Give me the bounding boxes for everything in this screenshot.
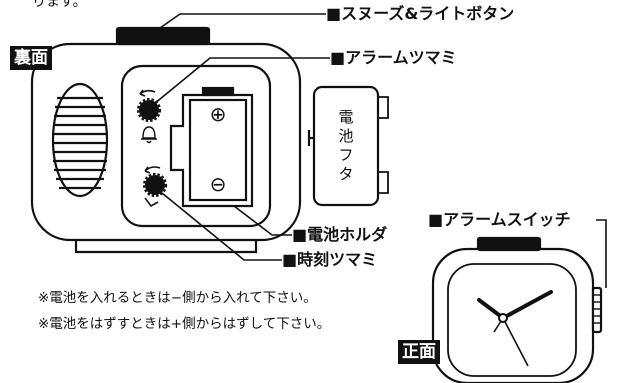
- battery-cover: [312, 85, 380, 207]
- battery-compartment: [120, 64, 272, 228]
- battery-cover-char-3: フ: [338, 146, 354, 164]
- battery-plus-symbol: ⊕: [209, 102, 227, 126]
- battery-holder-tab: [201, 86, 235, 97]
- badge-back: 裏面: [10, 46, 52, 70]
- clock-back-body: [30, 42, 302, 242]
- note-insert-battery: ※電池を入れるときは−側から入れて下さい。: [38, 290, 317, 306]
- leader-snooze: [159, 13, 326, 29]
- leader-alarm-switch: [596, 219, 607, 288]
- clock-back-button-bar: [115, 26, 211, 46]
- alarm-switch: [591, 286, 603, 334]
- battery-cover-char-1: 電: [338, 108, 354, 126]
- header-fragment: ります。: [32, 0, 87, 10]
- time-knob: [142, 166, 168, 208]
- clock-hands: [477, 290, 553, 367]
- leader-time-knob: [161, 192, 282, 261]
- leader-battery-holder: [233, 205, 292, 236]
- battery-minus-symbol: ⊖: [209, 172, 227, 196]
- battery-holder-inner: [188, 98, 248, 202]
- bell-icon: [141, 126, 157, 144]
- clock-front-body: [431, 247, 595, 383]
- note-remove-battery: ※電池をはずすときは+側からはずして下さい。: [38, 316, 331, 332]
- label-battery-holder: ■電池ホルダ: [292, 225, 388, 244]
- label-alarm-switch: ■アラームスイッチ: [428, 210, 571, 229]
- label-alarm-knob: ■アラームツマミ: [330, 48, 457, 67]
- leader-alarm-knob: [153, 57, 330, 105]
- alarm-knob: [136, 89, 162, 123]
- battery-holder: [169, 93, 254, 208]
- label-snooze-light-button: ■スヌーズ&ライトボタン: [326, 4, 515, 23]
- battery-cover-char-4: タ: [338, 165, 354, 183]
- badge-front: 正面: [398, 340, 440, 364]
- clock-back-base: [74, 240, 258, 254]
- clock-front-face: [447, 263, 577, 377]
- battery-cover-char-2: 池: [338, 127, 354, 145]
- label-time-knob: ■時刻ツマミ: [282, 250, 378, 269]
- speaker-grille: [51, 82, 109, 198]
